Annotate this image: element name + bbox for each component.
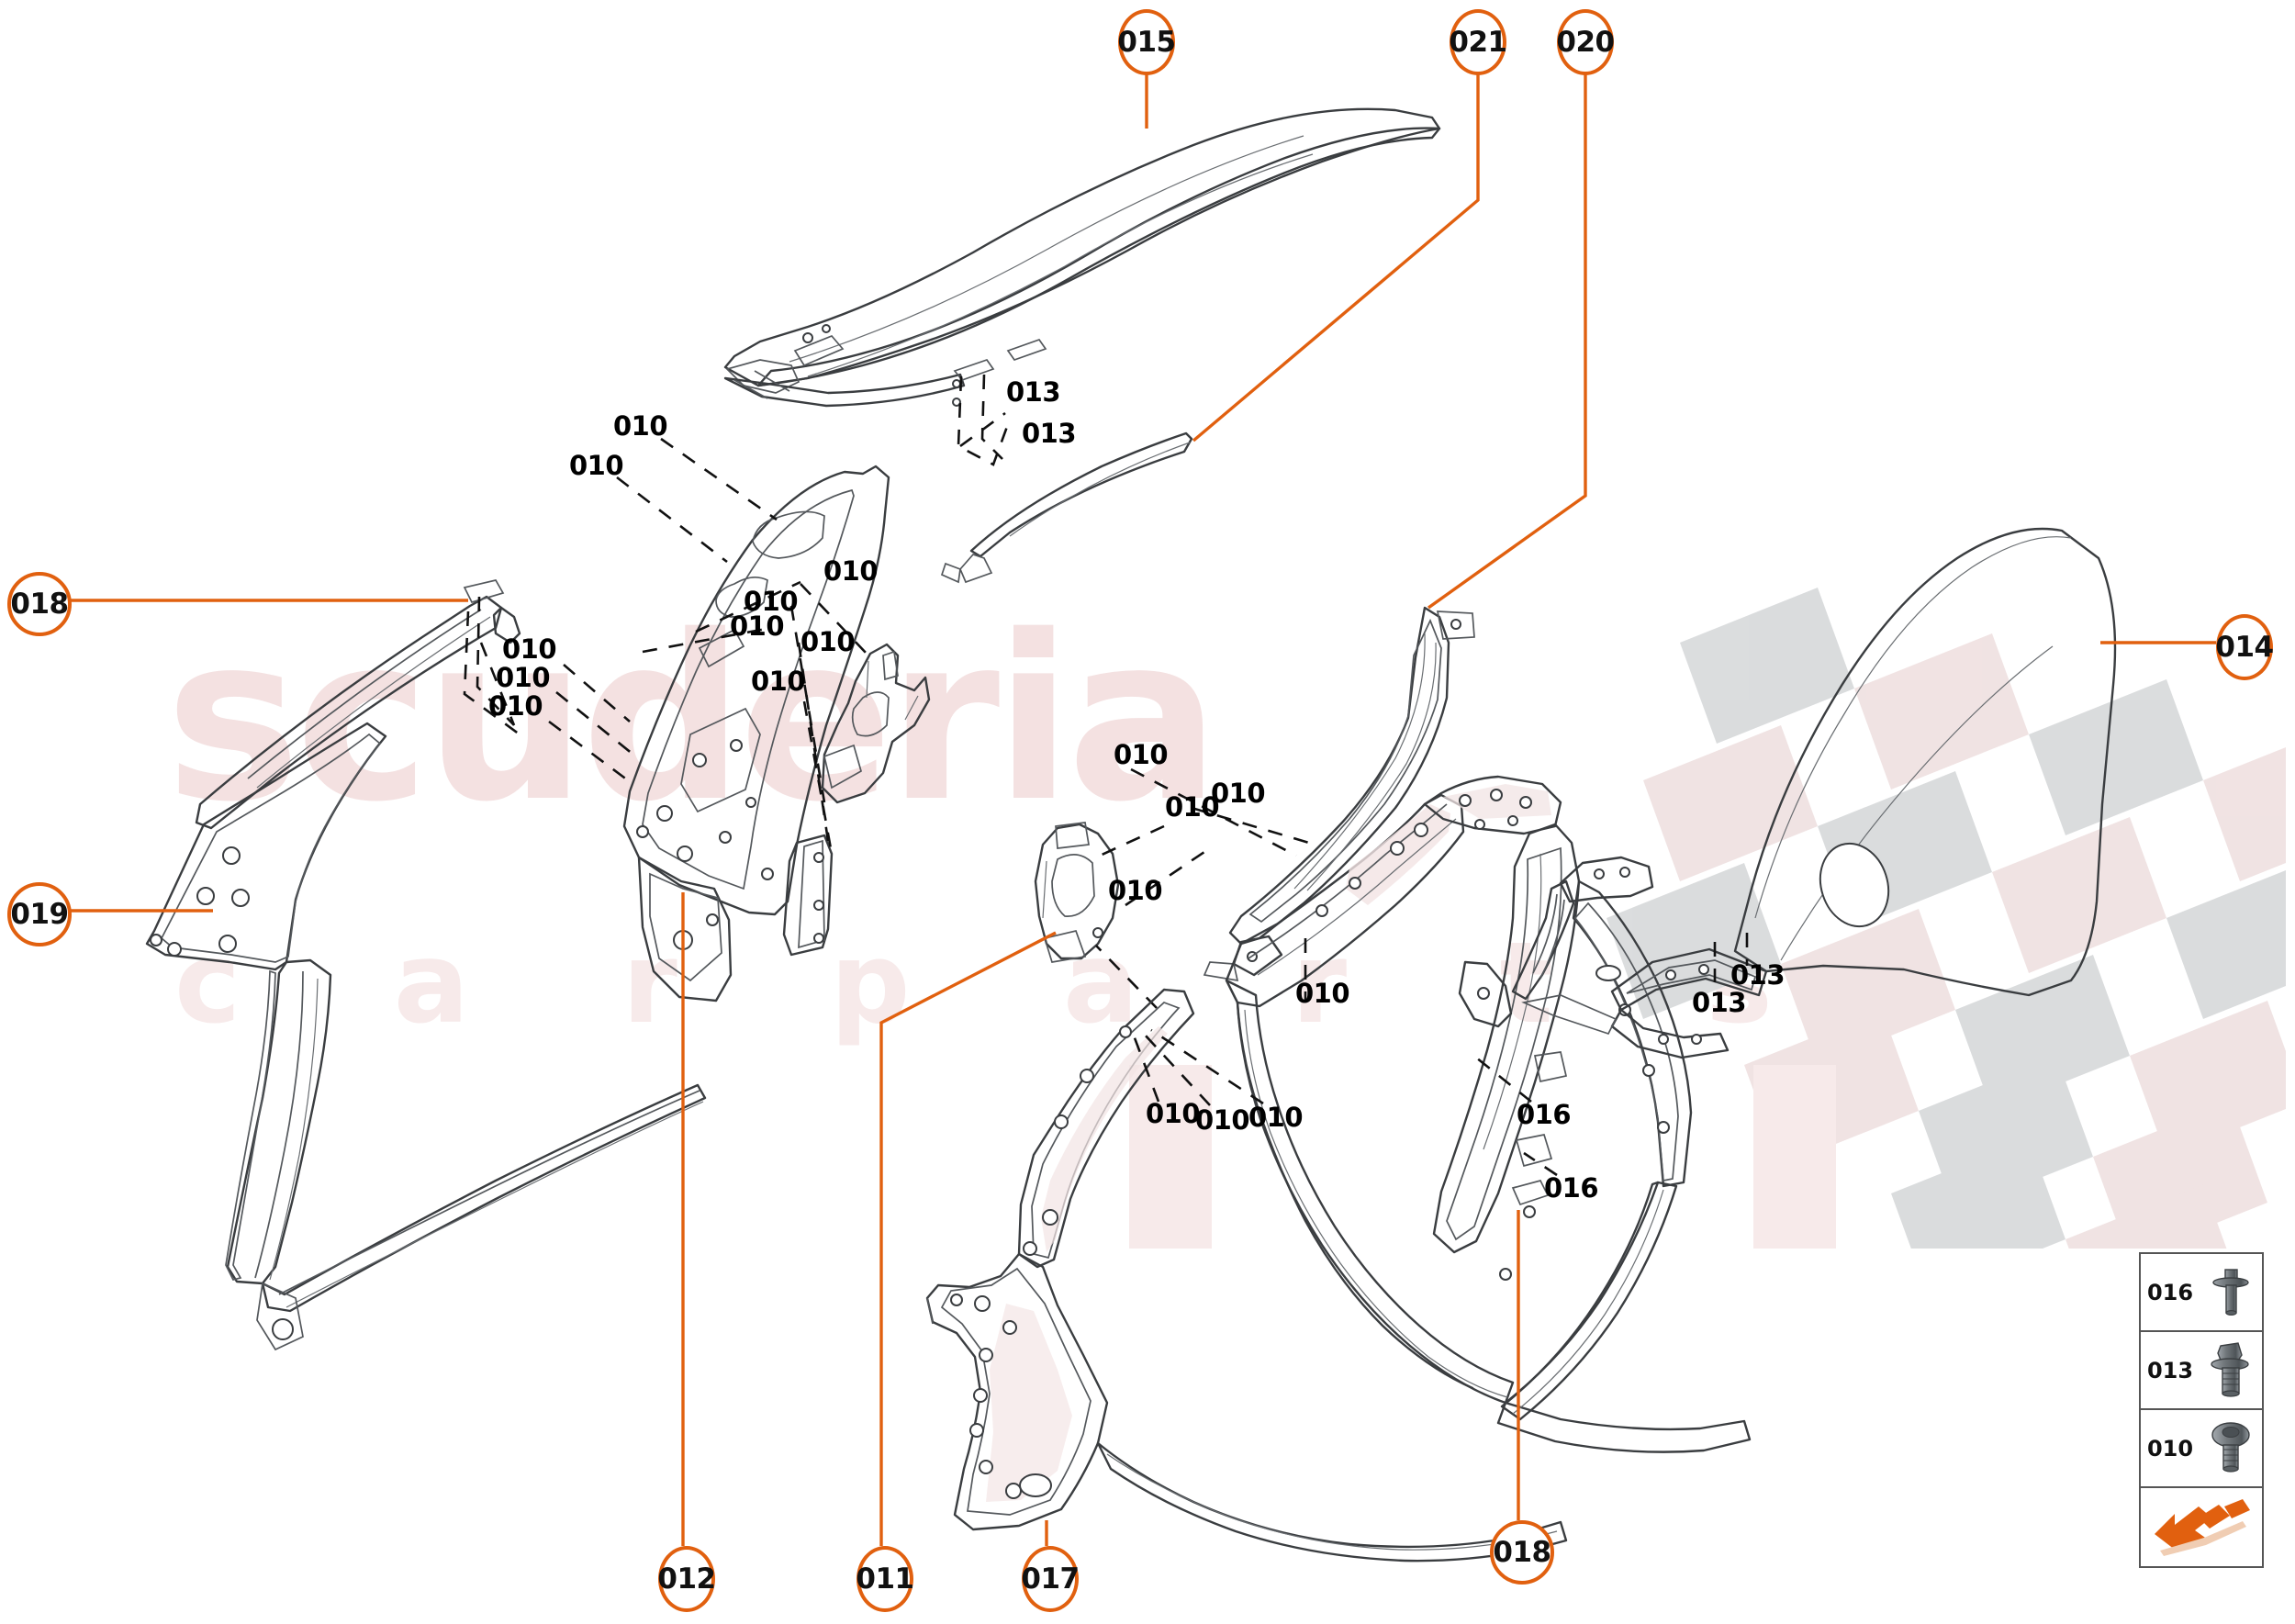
part-label-010-k: 010 xyxy=(1114,739,1169,770)
callout-017[interactable]: 017 xyxy=(1021,1546,1080,1612)
part-label-010-n: 010 xyxy=(1165,791,1220,823)
leader-010-left-group xyxy=(463,596,521,736)
callout-014[interactable]: 014 xyxy=(2215,614,2274,680)
callout-011[interactable]: 011 xyxy=(856,1546,914,1612)
legend-number-016: 016 xyxy=(2146,1279,2194,1305)
legend-row-brand xyxy=(2141,1488,2262,1566)
part-019-windshield-frame xyxy=(145,595,707,1351)
part-label-013-quarter-a: 013 xyxy=(1730,959,1786,991)
leader-010-bracket-group xyxy=(800,583,1165,1009)
part-label-010-j: 010 xyxy=(751,666,806,697)
part-015-roof-panel xyxy=(723,107,1441,408)
checkered-flag-arrow-icon xyxy=(2141,1497,2262,1558)
part-021-roof-drip-moulding xyxy=(940,431,1193,584)
leader-021 xyxy=(1192,66,1480,442)
legend-number-010: 010 xyxy=(2146,1435,2194,1462)
part-label-013-roof-b: 013 xyxy=(1022,418,1077,449)
part-012-inner-reinforcement xyxy=(622,465,890,1002)
flange-bolt-icon xyxy=(2200,1264,2262,1321)
callout-018-bottom[interactable]: 018 xyxy=(1490,1520,1554,1585)
part-label-010-c: 010 xyxy=(823,555,879,587)
part-label-013-roof-a: 013 xyxy=(1006,376,1061,408)
part-020-roof-rail xyxy=(1203,606,1475,982)
part-label-010-h: 010 xyxy=(496,662,551,693)
leader-010-panel-group xyxy=(548,437,834,855)
part-label-010-a: 010 xyxy=(613,410,668,442)
leader-013-roof xyxy=(957,374,1010,466)
callout-019[interactable]: 019 xyxy=(7,882,72,946)
part-label-013-quarter-b: 013 xyxy=(1692,987,1747,1018)
part-label-010-l: 010 xyxy=(1108,875,1163,906)
part-011-bracket-upper xyxy=(821,643,931,804)
part-017-body-side-frame xyxy=(925,775,1752,1562)
torx-pan-screw-icon xyxy=(2200,1420,2262,1477)
part-label-010-r: 010 xyxy=(1248,1102,1304,1133)
leader-011 xyxy=(879,931,1057,1546)
part-011-bracket-lower xyxy=(1034,822,1120,963)
fastener-legend: 016 013 xyxy=(2139,1252,2264,1568)
part-label-010-g: 010 xyxy=(502,633,557,665)
callout-021[interactable]: 021 xyxy=(1449,9,1507,75)
callout-012[interactable]: 012 xyxy=(657,1546,716,1612)
part-label-010-o: 010 xyxy=(1295,978,1350,1009)
part-label-010-m: 010 xyxy=(1211,778,1266,809)
part-label-016-b: 016 xyxy=(1544,1172,1599,1204)
part-label-010-i: 010 xyxy=(488,690,543,722)
part-label-010-e: 010 xyxy=(800,626,856,657)
callout-020[interactable]: 020 xyxy=(1556,9,1615,75)
part-label-016-a: 016 xyxy=(1517,1099,1572,1130)
callout-015[interactable]: 015 xyxy=(1117,9,1176,75)
legend-row-013: 013 xyxy=(2141,1332,2262,1410)
part-016-clip xyxy=(1511,1180,1550,1206)
callout-018-top[interactable]: 018 xyxy=(7,572,72,636)
legend-row-016: 016 xyxy=(2141,1254,2262,1332)
part-label-010-d: 010 xyxy=(744,586,799,617)
legend-row-010: 010 xyxy=(2141,1410,2262,1488)
part-label-010-b: 010 xyxy=(569,450,624,481)
leader-020 xyxy=(1427,66,1587,610)
part-label-010-f: 010 xyxy=(730,610,785,642)
part-label-010-p: 010 xyxy=(1146,1098,1201,1129)
legend-number-013: 013 xyxy=(2146,1357,2194,1383)
part-label-010-q: 010 xyxy=(1195,1104,1250,1136)
part-018-clip-left xyxy=(463,579,505,604)
hex-head-bolt-icon xyxy=(2200,1340,2262,1401)
